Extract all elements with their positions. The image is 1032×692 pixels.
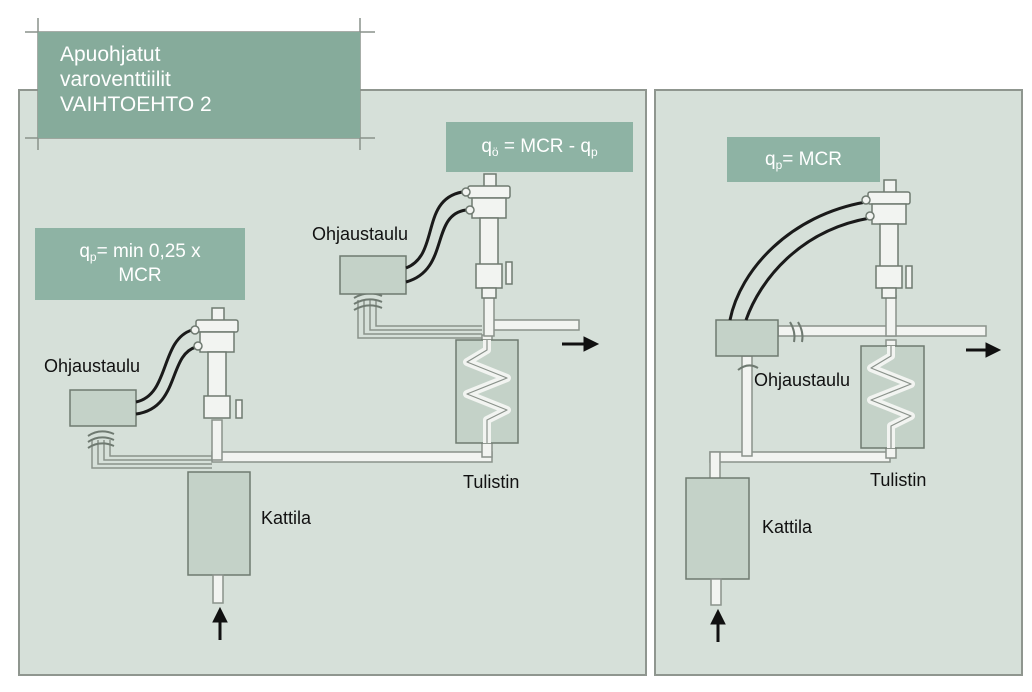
right-boiler <box>685 477 750 580</box>
title-line-1: Apuohjatut <box>60 43 161 66</box>
left-pilot-tubes <box>91 300 482 469</box>
right-inlet-arrow <box>710 608 726 642</box>
right-signal-cables <box>728 200 871 321</box>
left-pilot-equation-box: qp= min 0,25 x MCR <box>35 228 245 300</box>
left-main-mid: = MCR - q <box>498 136 591 157</box>
left-panel <box>18 89 647 676</box>
title-box: Apuohjatut varoventtiilit VAIHTOEHTO 2 <box>38 32 360 138</box>
left-safety-valve-upper <box>461 173 513 299</box>
right-q-sub: p <box>775 157 783 172</box>
right-equation-box: qp= MCR <box>727 137 880 182</box>
right-control-panel-label: Ohjaustaulu <box>754 370 851 390</box>
left-pilot-rest: = min 0,25 x <box>96 241 201 262</box>
right-pipe-coils <box>737 321 804 371</box>
right-boiler-pipe <box>710 578 722 606</box>
left-main-q-sub: ö <box>491 145 499 159</box>
right-safety-valve <box>861 179 913 299</box>
left-boiler <box>187 471 251 576</box>
left-signal-cables <box>135 190 467 416</box>
right-rest: = MCR <box>782 148 842 170</box>
left-outlet-arrow <box>562 336 600 352</box>
left-main-q: q <box>481 136 492 157</box>
left-superheater-label: Tulistin <box>463 472 520 492</box>
right-q: q <box>765 148 776 170</box>
right-boiler-label: Kattila <box>762 517 813 537</box>
right-control-panel <box>715 319 779 357</box>
title-line-3: VAIHTOEHTO 2 <box>60 93 212 116</box>
left-control-panel-label-lower: Ohjaustaulu <box>44 356 141 376</box>
left-pilot-line2: MCR <box>118 265 162 286</box>
title-line-2: varoventtiilit <box>60 68 171 91</box>
left-control-panel-upper <box>339 255 407 295</box>
left-main-qp-sub: p <box>590 145 598 159</box>
left-control-panel-label-upper: Ohjaustaulu <box>312 224 409 244</box>
left-control-panel-lower <box>69 389 137 427</box>
left-inlet-arrow <box>212 606 228 640</box>
left-pilot-q: q <box>79 241 90 262</box>
left-boiler-label: Kattila <box>261 508 312 528</box>
left-boiler-pipe <box>212 574 224 604</box>
right-superheater-coil <box>870 346 912 448</box>
left-pilot-q-sub: p <box>89 250 97 264</box>
left-main-equation-box: qö = MCR - qp <box>446 122 633 172</box>
right-outlet-arrow <box>966 342 1002 358</box>
left-safety-valve-lower <box>190 307 243 419</box>
right-superheater-label: Tulistin <box>870 470 927 490</box>
